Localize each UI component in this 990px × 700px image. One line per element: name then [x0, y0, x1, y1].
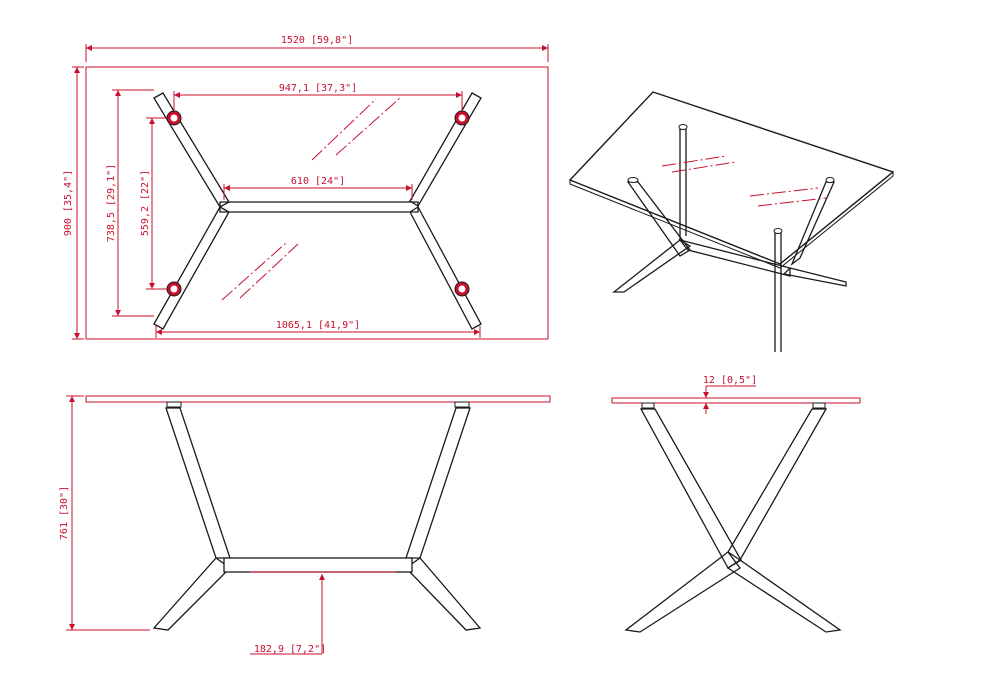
- label-inner-leg-depth: 559,2 [22"]: [140, 170, 151, 236]
- label-glass-thickness: 12 [0,5"]: [703, 375, 757, 386]
- perspective-view: [568, 91, 895, 352]
- side-frame: [624, 402, 842, 633]
- dim-inner-leg-depth: 559,2 [22"]: [140, 117, 167, 290]
- dim-outer-leg-depth: 738,5 [29,1"]: [106, 89, 154, 317]
- dim-glass-thickness: 12 [0,5"]: [703, 375, 757, 414]
- leg-bottom-right: [409, 206, 482, 330]
- dim-leg-span-top: 947,1 [37,3"]: [173, 83, 463, 111]
- label-height: 761 [30"]: [59, 486, 70, 540]
- label-crossbar-height: 182,9 [7,2"]: [254, 644, 326, 655]
- label-leg-span-bottom: 1065,1 [41,9"]: [276, 320, 360, 331]
- dim-crossbar-height: 182,9 [7,2"]: [250, 571, 396, 655]
- dim-crossbar-length: 610 [24"]: [223, 176, 413, 200]
- perspective-glass-top: [568, 91, 895, 265]
- top-view-glass-outline: [85, 66, 549, 340]
- side-glass-top: [611, 397, 861, 404]
- label-outer-leg-depth: 738,5 [29,1"]: [106, 164, 117, 242]
- label-leg-span-top: 947,1 [37,3"]: [279, 83, 357, 94]
- perspective-frame: [612, 124, 847, 352]
- crossbar-top-view: [219, 201, 419, 213]
- dim-leg-span-bottom: 1065,1 [41,9"]: [155, 320, 481, 338]
- front-glass-top: [85, 395, 551, 403]
- dim-height: 761 [30"]: [59, 395, 150, 631]
- label-crossbar-length: 610 [24"]: [291, 176, 345, 187]
- dim-overall-length: 1520 [59,8"]: [85, 35, 549, 62]
- perspective-glass-reflections: [661, 155, 827, 207]
- support-pads: [166, 110, 470, 297]
- top-view: 1520 [59,8"] 900 [35,4"] 947,1 [37,3"] 6…: [63, 35, 549, 340]
- label-overall-width: 900 [35,4"]: [63, 170, 74, 236]
- label-overall-length: 1520 [59,8"]: [281, 35, 353, 46]
- side-view: 12 [0,5"]: [611, 375, 861, 633]
- front-view: 761 [30"] 182,9 [7,2"]: [59, 395, 551, 655]
- front-frame: [152, 401, 482, 631]
- glass-reflection-marks: [221, 97, 401, 301]
- dim-overall-width: 900 [35,4"]: [63, 66, 84, 340]
